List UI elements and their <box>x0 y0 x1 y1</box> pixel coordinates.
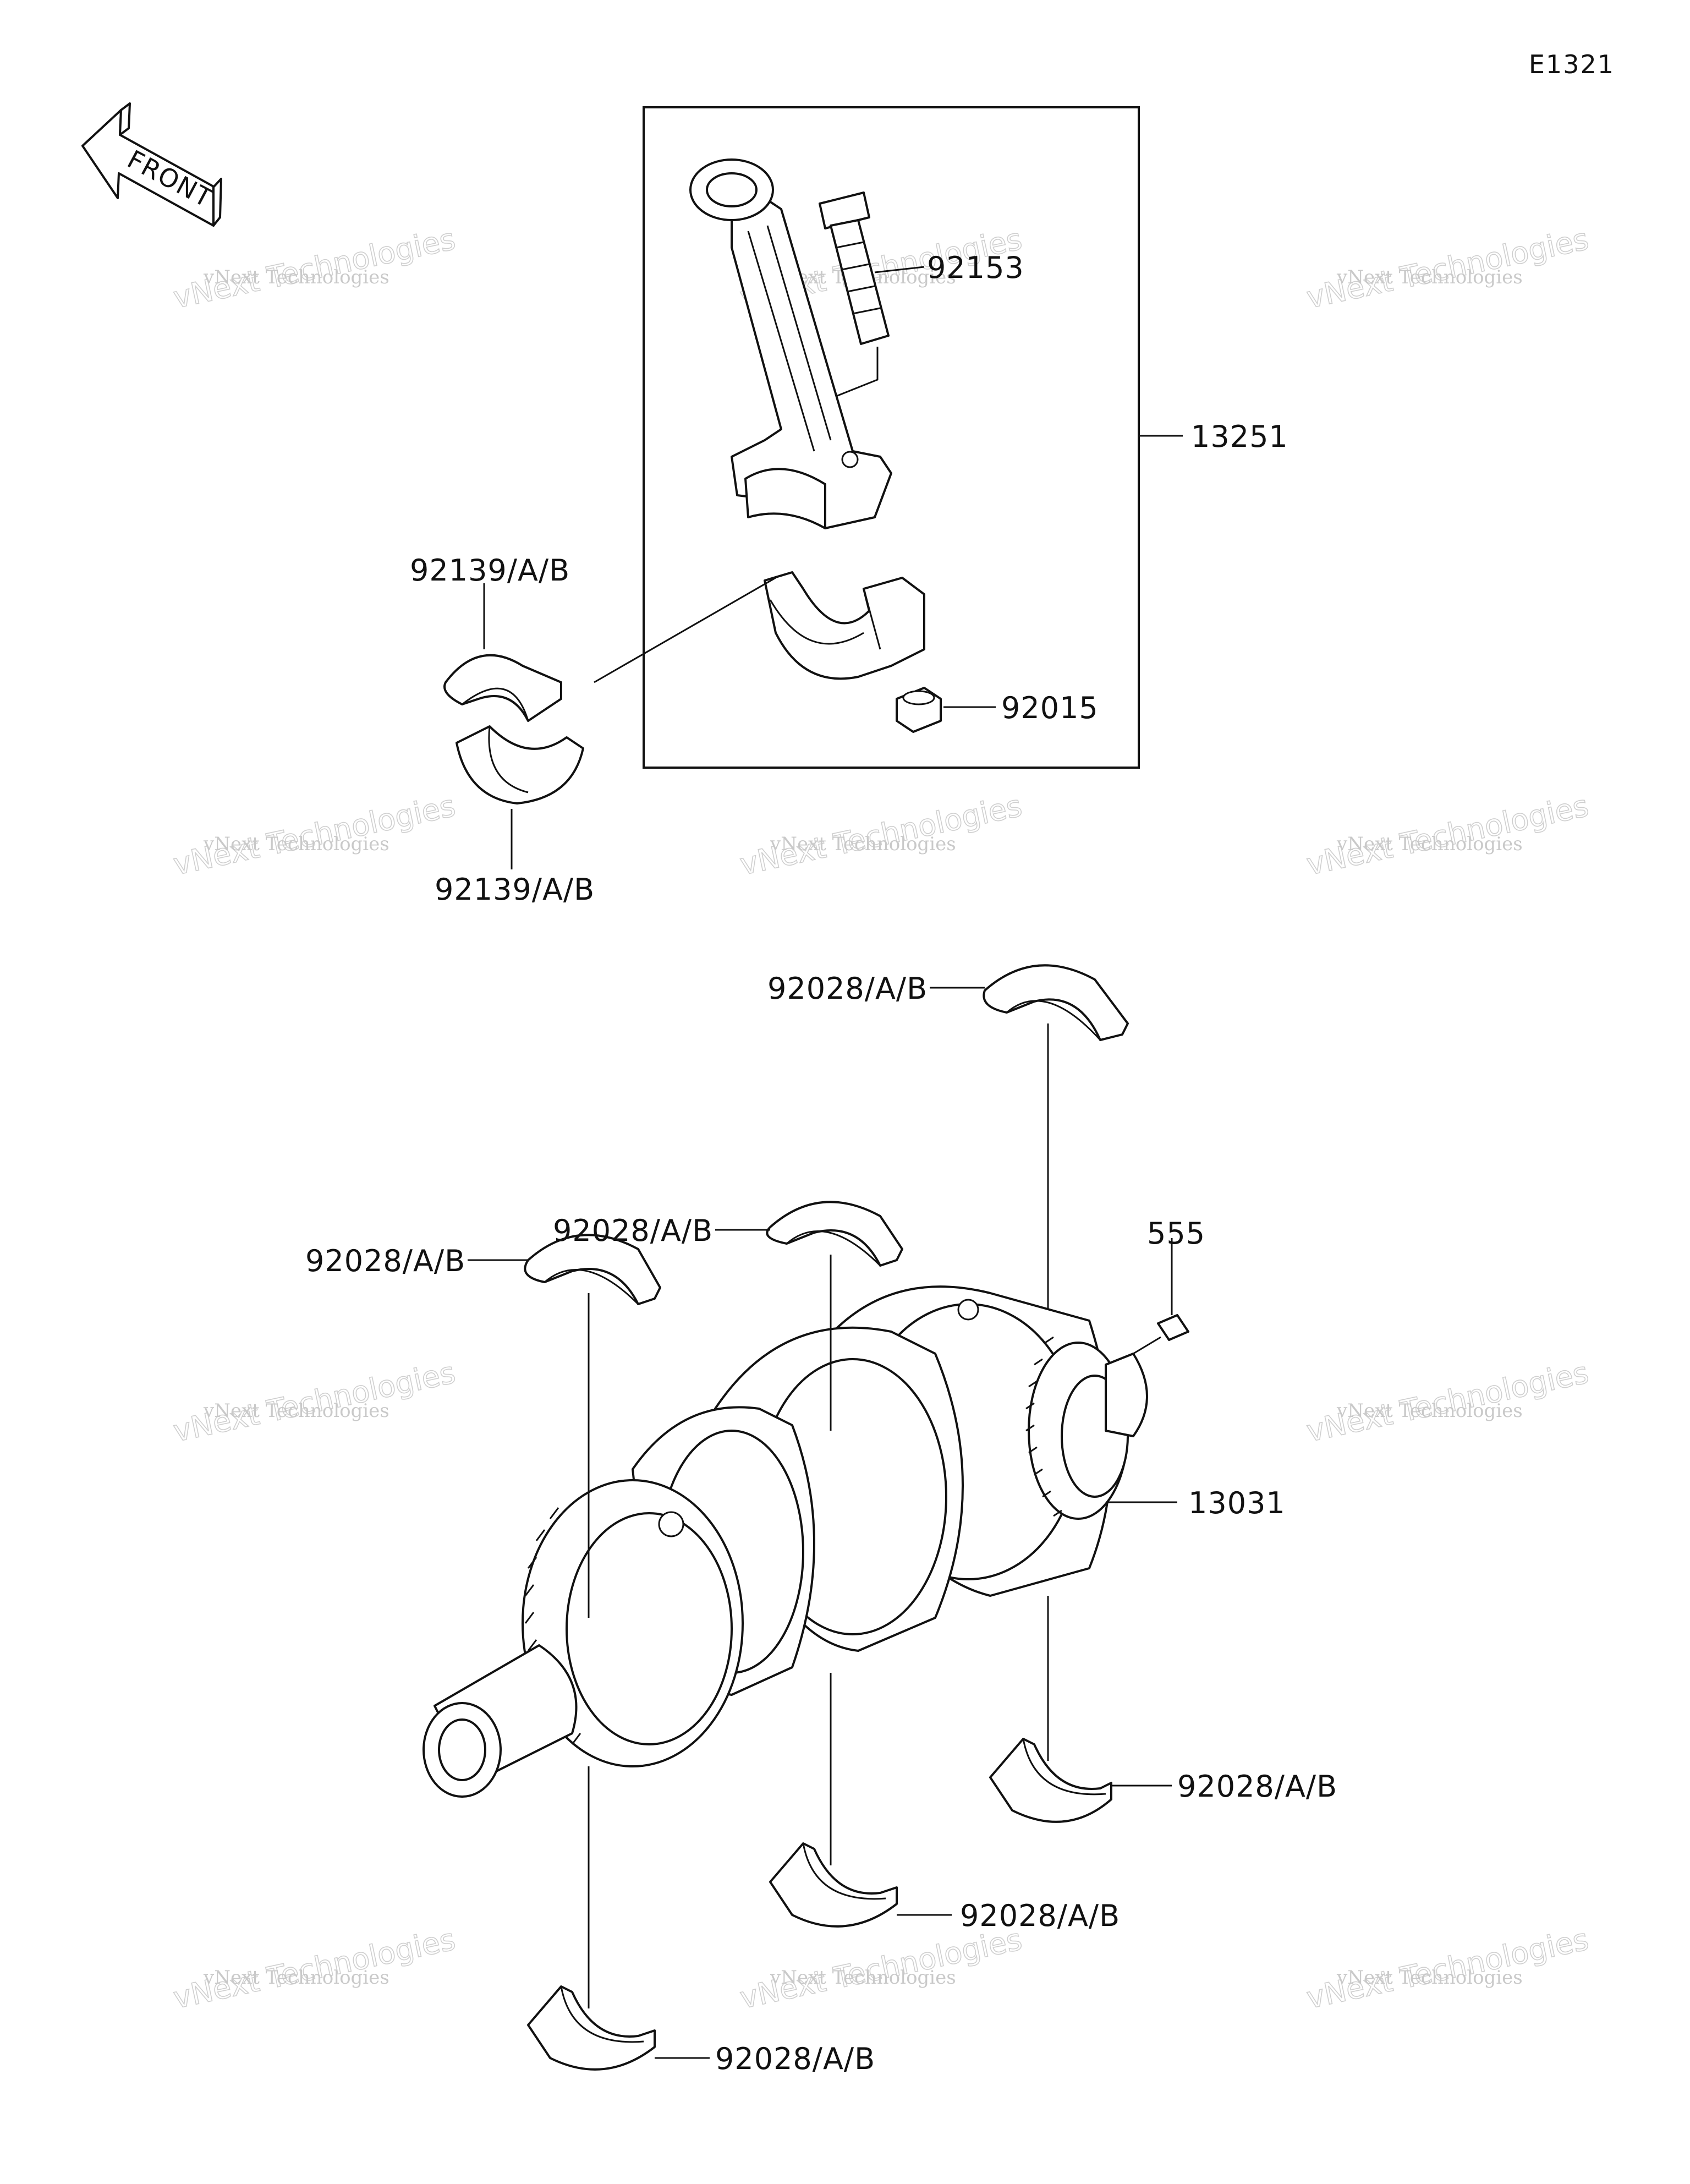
label-92028-6[interactable]: 92028/A/B <box>715 2041 875 2076</box>
label-92139-upper[interactable]: 92139/A/B <box>410 553 570 588</box>
label-92028-1[interactable]: 92028/A/B <box>767 971 928 1006</box>
watermark: vNext Technologies vNext Technologies <box>170 788 459 883</box>
main-bearing-4 <box>989 1738 1112 1823</box>
label-92028-5[interactable]: 92028/A/B <box>960 1898 1120 1933</box>
watermark-text: vNext Technologies <box>203 833 389 855</box>
watermark-text: vNext Technologies <box>770 1967 956 1989</box>
main-bearing-5 <box>769 1842 898 1928</box>
front-arrow-icon: FRONT <box>81 102 222 227</box>
label-92028-4[interactable]: 92028/A/B <box>1177 1769 1337 1804</box>
label-92153[interactable]: 92153 <box>927 250 1024 285</box>
watermark: vNext Technologies vNext Technologies <box>1303 1922 1592 2016</box>
part-labels: 13251 92153 92015 92139/A/B 92139/A/B 92… <box>305 250 1337 2076</box>
watermark: vNext Technologies vNext Technologies <box>1303 788 1592 883</box>
watermark: vNext Technologies vNext Technologies <box>737 1922 1025 2016</box>
main-bearing-6 <box>527 1985 656 2071</box>
watermark: vNext Technologies vNext Technologies <box>170 1922 459 2016</box>
watermark: vNext Technologies vNext Technologies <box>1303 221 1592 316</box>
rod-bearing-lower <box>456 725 584 804</box>
watermark-text: vNext Technologies <box>770 833 956 855</box>
label-92028-2[interactable]: 92028/A/B <box>553 1213 713 1248</box>
diagram-code: E1321 <box>1529 50 1615 79</box>
leader-lines <box>468 266 1183 2059</box>
watermark: vNext Technologies vNext Technologies <box>1303 1355 1592 1449</box>
rod-bearing-leader <box>594 577 776 683</box>
label-13031[interactable]: 13031 <box>1188 1486 1286 1520</box>
watermark-text: vNext Technologies <box>1336 833 1523 855</box>
main-bearing-1 <box>983 964 1129 1041</box>
front-gear <box>522 1479 744 1767</box>
watermark-text: vNext Technologies <box>203 1400 389 1422</box>
label-13251[interactable]: 13251 <box>1191 419 1288 454</box>
label-92139-lower[interactable]: 92139/A/B <box>435 872 595 907</box>
label-555[interactable]: 555 <box>1147 1216 1205 1251</box>
connecting-rod-group-box <box>643 106 1140 769</box>
label-92028-3[interactable]: 92028/A/B <box>305 1244 465 1278</box>
connecting-rod <box>689 158 892 529</box>
crankshaft <box>422 1285 1148 1798</box>
rod-bearing-upper <box>443 654 562 722</box>
rod-nut <box>896 687 942 733</box>
watermark-text: vNext Technologies <box>1336 1400 1523 1422</box>
main-bearing-3 <box>524 1234 661 1305</box>
watermark-text: vNext Technologies <box>1336 266 1523 288</box>
rod-bolt <box>819 191 890 397</box>
rod-cap <box>764 571 925 680</box>
main-bearing-2 <box>766 1201 903 1267</box>
watermark-text: vNext Technologies <box>1336 1967 1523 1989</box>
watermark-text: vNext Technologies <box>203 1967 389 1989</box>
watermark: vNext Technologies vNext Technologies <box>170 1355 459 1449</box>
watermark: vNext Technologies vNext Technologies <box>170 221 459 316</box>
label-92015[interactable]: 92015 <box>1001 691 1099 725</box>
crank-pin <box>1133 1314 1189 1355</box>
watermark-text: vNext Technologies <box>203 266 389 288</box>
watermark: vNext Technologies vNext Technologies <box>737 788 1025 883</box>
